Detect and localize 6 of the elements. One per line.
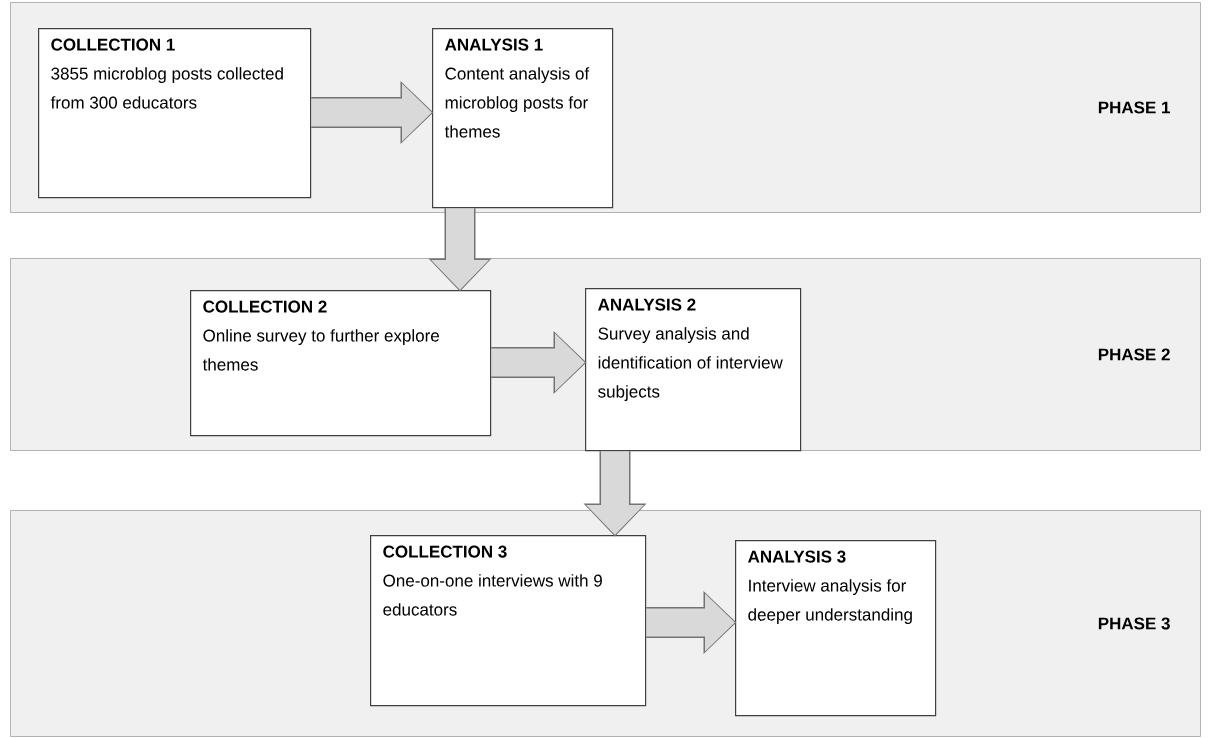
process-box: COLLECTION 3 One-on-one interviews with 9 educators xyxy=(370,535,647,707)
process-box: COLLECTION 1 3855 microblog posts collected from 300 educators xyxy=(38,28,312,199)
process-box: ANALYSIS 1 Content analysis of microblog posts for themes xyxy=(432,28,614,209)
process-box: COLLECTION 2 Online survey to further explore themes xyxy=(190,290,492,437)
process-box: ANALYSIS 3 Interview analysis for deeper understanding xyxy=(735,540,937,717)
process-box: ANALYSIS 2 Survey analysis and identification of interview subjects xyxy=(585,288,802,452)
